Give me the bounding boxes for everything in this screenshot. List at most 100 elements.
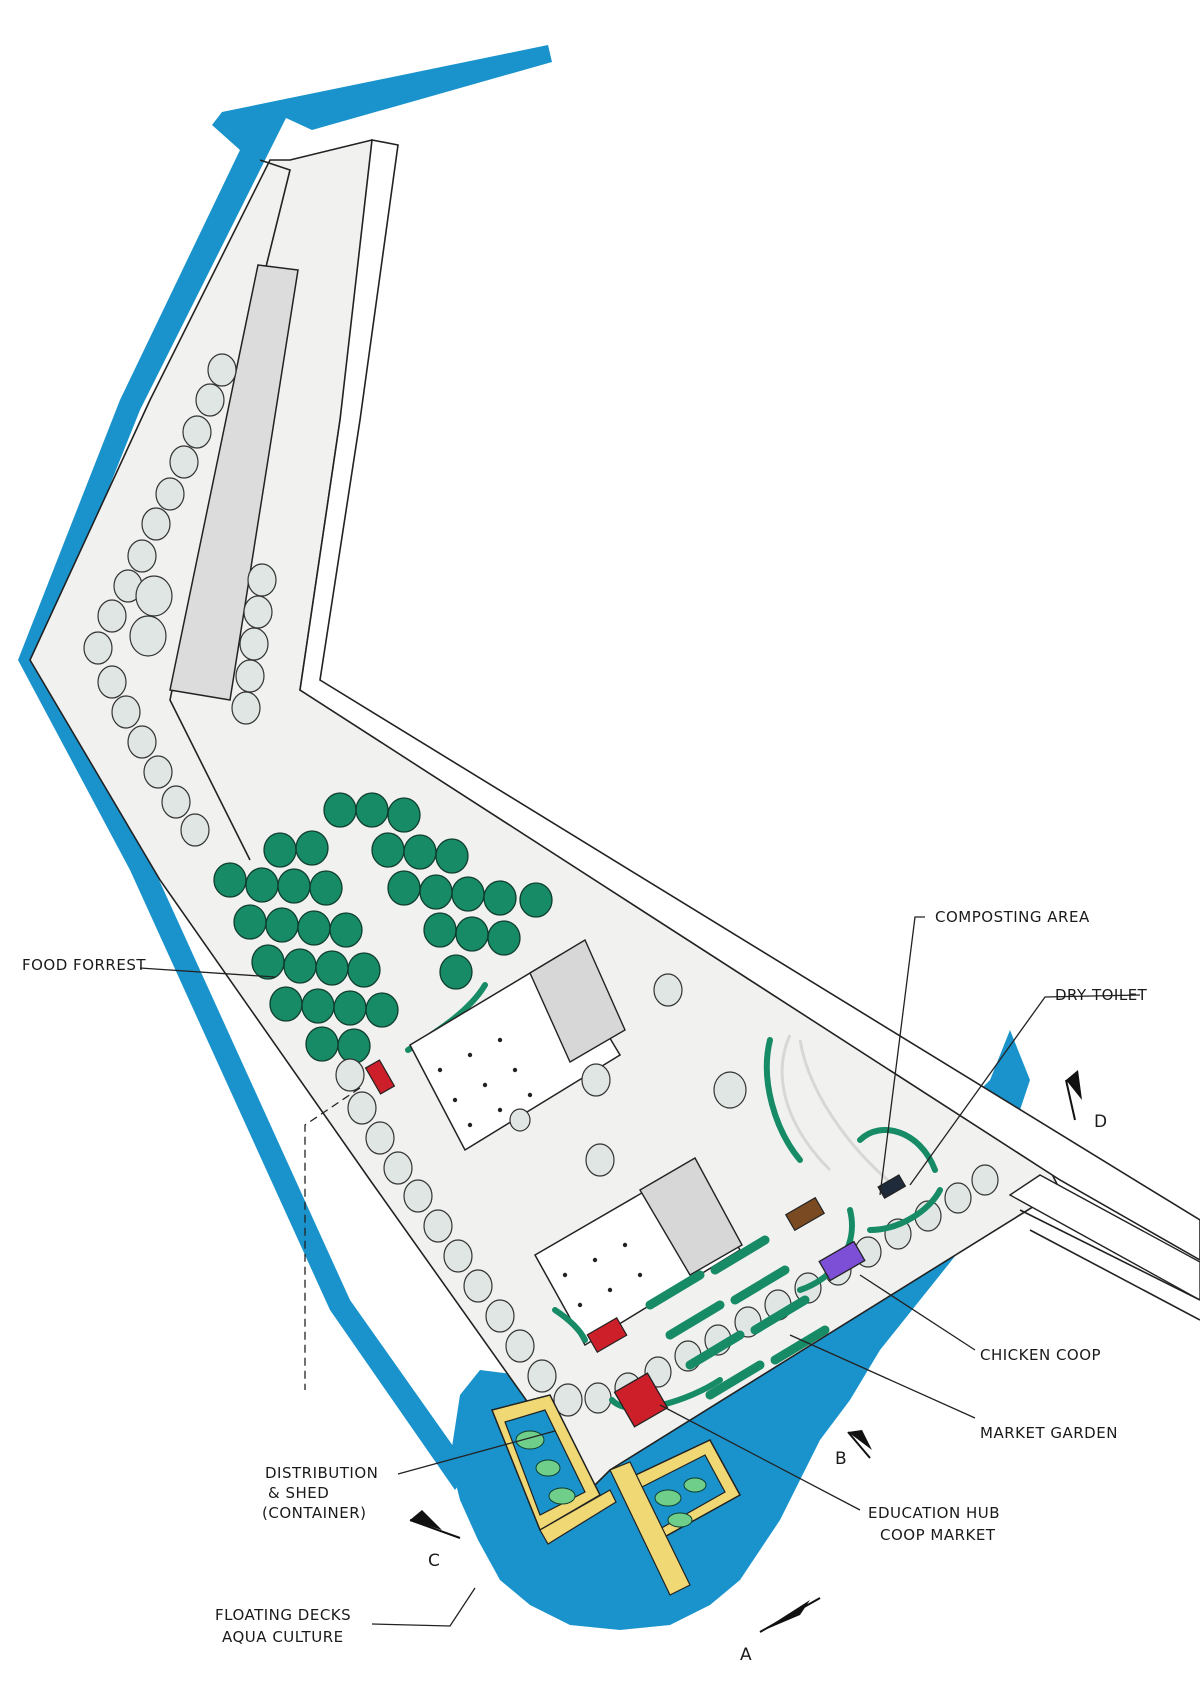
tree-light: [713, 1071, 747, 1109]
tree-light: [127, 539, 157, 573]
road: [299, 139, 1200, 1261]
leader-chicken-coop: [859, 1274, 976, 1351]
hedge-edu: [552, 1307, 588, 1343]
label-market-garden: MARKET GARDEN: [980, 1424, 1118, 1442]
food-forest: [213, 792, 553, 1064]
label-floating-2: AQUA CULTURE: [222, 1628, 344, 1646]
parking-strip: [169, 264, 299, 701]
tree-dark: [265, 907, 299, 943]
education-hub: [613, 1372, 669, 1428]
section-label-d: D: [1094, 1112, 1107, 1132]
tree-light: [971, 1164, 999, 1196]
tree-light: [383, 1151, 413, 1185]
pathway-curve: [780, 1034, 832, 1172]
tree-light: [231, 691, 261, 725]
plot-upper-grey: [529, 938, 626, 1063]
tree-light: [581, 1063, 611, 1097]
dry-toilet: [877, 1174, 907, 1200]
road-east-extension: [1008, 1174, 1200, 1301]
tree-light: [97, 665, 127, 699]
road-edge-line: [1019, 1209, 1200, 1301]
tree-dark: [213, 862, 247, 898]
tree-light: [403, 1179, 433, 1213]
tree-dark: [387, 870, 421, 906]
tree-dark: [371, 832, 405, 868]
tree-dark: [297, 910, 331, 946]
road-edge-line-2: [1029, 1229, 1200, 1321]
tree-light: [239, 627, 269, 661]
label-education-2: COOP MARKET: [880, 1526, 996, 1544]
tree-light: [235, 659, 265, 693]
tree-dark: [263, 832, 297, 868]
label-chicken-coop: CHICKEN COOP: [980, 1346, 1101, 1364]
market-garden-rows: [645, 1235, 830, 1400]
tree-light: [135, 575, 173, 617]
distribution-shed-2: [586, 1317, 628, 1353]
tree-light: [509, 1108, 531, 1132]
section-marker-c: C: [409, 1510, 461, 1571]
composting-area: [784, 1196, 826, 1232]
label-food-forrest: FOOD FORREST: [22, 956, 146, 974]
tree-light: [527, 1359, 557, 1393]
section-marker-b: B: [835, 1430, 872, 1469]
tree-light: [365, 1121, 395, 1155]
plot-lower-grey: [639, 1157, 743, 1276]
tree-light: [584, 1382, 612, 1414]
tree-light: [443, 1239, 473, 1273]
tree-dark: [305, 1026, 339, 1062]
tree-dark: [233, 904, 267, 940]
tree-light: [585, 1143, 615, 1177]
tree-row-west: [83, 353, 237, 847]
section-label-a: A: [740, 1645, 752, 1665]
hedge-curve: [763, 1037, 803, 1163]
label-education-1: EDUCATION HUB: [868, 1504, 1000, 1522]
leader-distribution-dashed: [304, 1087, 361, 1390]
water-edge-west: [18, 45, 552, 1490]
tree-dark: [423, 912, 457, 948]
tree-dark: [365, 992, 399, 1028]
label-distribution-3: (CONTAINER): [262, 1504, 367, 1522]
tree-light: [347, 1091, 377, 1125]
tree-light: [505, 1329, 535, 1363]
tree-dark: [301, 988, 335, 1024]
tree-dark: [283, 948, 317, 984]
boardwalk-south: [609, 1461, 691, 1596]
section-marker-a: A: [740, 1597, 821, 1665]
tree-dark: [315, 950, 349, 986]
tree-dark: [347, 952, 381, 988]
tree-light: [111, 695, 141, 729]
tree-light: [182, 415, 212, 449]
tree-dark: [435, 838, 469, 874]
section-marker-d: D: [1065, 1070, 1107, 1132]
tree-light: [169, 445, 199, 479]
tree-light: [127, 725, 157, 759]
tree-dark: [451, 876, 485, 912]
tree-dark: [245, 867, 279, 903]
tree-light: [83, 631, 113, 665]
leader-education: [659, 1404, 861, 1511]
label-composting-area: COMPOSTING AREA: [935, 908, 1090, 926]
tree-dark: [483, 880, 517, 916]
leader-distribution: [397, 1430, 556, 1475]
label-distribution-2: & SHED: [268, 1484, 329, 1502]
leader-composting: [879, 916, 925, 1196]
pathway-curve-2: [798, 1039, 901, 1192]
tree-light: [207, 353, 237, 387]
hedge-toilet-2: [867, 1187, 943, 1233]
label-floating-1: FLOATING DECKS: [215, 1606, 351, 1624]
tree-dark: [439, 954, 473, 990]
tree-light: [423, 1209, 453, 1243]
tree-light: [97, 599, 127, 633]
section-label-b: B: [835, 1449, 847, 1469]
tree-light: [161, 785, 191, 819]
label-distribution-1: DISTRIBUTION: [265, 1464, 378, 1482]
tree-dark: [355, 792, 389, 828]
tree-dark: [269, 986, 303, 1022]
leader-market-garden: [789, 1334, 976, 1419]
tree-dark: [309, 870, 343, 906]
plot-upper-dots: [437, 1037, 533, 1128]
tree-light: [243, 595, 273, 629]
leader-floating-decks: [371, 1587, 476, 1627]
tree-dark: [387, 797, 421, 833]
